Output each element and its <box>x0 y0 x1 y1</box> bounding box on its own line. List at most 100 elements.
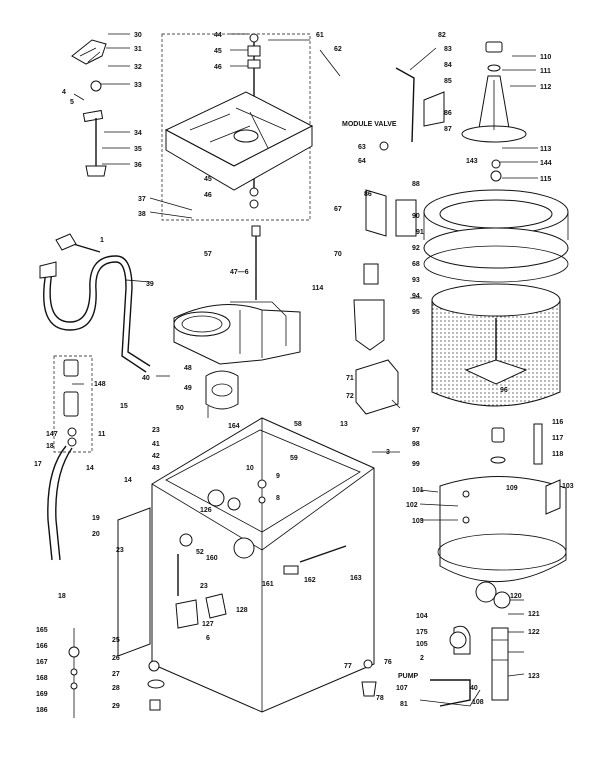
label-114: 114 <box>312 285 323 292</box>
label-98: 98 <box>412 441 420 448</box>
cabinet-group <box>117 417 375 713</box>
label-23b: 23 <box>116 547 124 554</box>
label-115: 115 <box>540 176 551 183</box>
label-82: 82 <box>438 32 446 39</box>
label-45: 45 <box>214 48 222 55</box>
label-48: 48 <box>184 365 192 372</box>
ball-part <box>90 80 102 92</box>
label-26: 26 <box>112 655 120 662</box>
label-1: 1 <box>100 237 104 244</box>
label-13: 13 <box>340 421 348 428</box>
label-108: 108 <box>472 699 484 706</box>
label-11: 11 <box>98 431 106 438</box>
label-14: 14 <box>86 465 94 472</box>
label-46: 46 <box>214 64 222 71</box>
label-163: 163 <box>350 575 362 582</box>
label-37: 37 <box>138 196 146 203</box>
label-103b: 103 <box>412 518 424 525</box>
label-18: 18 <box>46 443 54 450</box>
label-165: 165 <box>36 627 48 634</box>
motor-pulley <box>205 370 239 410</box>
label-4: 4 <box>62 89 66 96</box>
label-50: 50 <box>176 405 184 412</box>
leader-lines <box>72 33 525 677</box>
label-39: 39 <box>146 281 154 288</box>
label-23c: 23 <box>200 583 208 590</box>
label-34: 34 <box>134 130 142 137</box>
label-88: 88 <box>412 181 420 188</box>
label-122: 122 <box>528 629 540 636</box>
label-36: 36 <box>134 162 142 169</box>
label-117: 117 <box>552 435 563 442</box>
label-116: 116 <box>552 419 563 426</box>
label-126: 126 <box>200 507 212 514</box>
tub-support-brackets-group <box>71 33 130 177</box>
label-3: 3 <box>386 449 390 456</box>
label-17: 17 <box>34 461 42 468</box>
label-9: 9 <box>276 473 280 480</box>
label-32: 32 <box>134 64 142 71</box>
drain-hose-segment <box>491 627 509 701</box>
label-76: 76 <box>384 659 392 666</box>
label-84: 84 <box>444 62 452 69</box>
label-6: 6 <box>206 635 210 642</box>
mounting-plate-group <box>161 33 314 221</box>
label-70: 70 <box>334 251 342 258</box>
label-123: 123 <box>528 673 540 680</box>
hoses-group <box>39 233 151 561</box>
label-57: 57 <box>204 251 212 258</box>
label-93: 93 <box>412 277 420 284</box>
label-61: 61 <box>316 32 324 39</box>
feet-group <box>68 628 467 718</box>
label-104: 104 <box>416 613 428 620</box>
label-167: 167 <box>36 659 48 666</box>
label-49: 49 <box>184 385 192 392</box>
label-143: 143 <box>466 158 478 165</box>
side-panel <box>117 507 151 657</box>
label-121: 121 <box>528 611 540 618</box>
label-120: 120 <box>510 593 522 600</box>
label-99: 99 <box>412 461 420 468</box>
label-161: 161 <box>262 581 274 588</box>
label-41: 41 <box>152 441 160 448</box>
label-90: 90 <box>412 213 420 220</box>
label-pump: PUMP <box>398 673 419 680</box>
label-40b: 40 <box>470 685 478 692</box>
bushing-part <box>247 45 261 57</box>
label-64: 64 <box>358 158 366 165</box>
drain-outlet <box>475 581 497 603</box>
label-15: 15 <box>120 403 128 410</box>
label-168: 168 <box>36 675 48 682</box>
label-91: 91 <box>416 229 424 236</box>
label-85: 85 <box>444 78 452 85</box>
label-45b: 45 <box>204 176 212 183</box>
label-102: 102 <box>406 502 418 509</box>
label-25: 25 <box>112 637 120 644</box>
label-96: 96 <box>500 387 508 394</box>
label-28: 28 <box>112 685 120 692</box>
label-97: 97 <box>412 427 420 434</box>
label-42: 42 <box>152 453 160 460</box>
agitator-cap <box>485 41 503 53</box>
label-148: 148 <box>94 381 106 388</box>
label-127: 127 <box>202 621 214 628</box>
label-169: 169 <box>36 691 48 698</box>
label-72: 72 <box>346 393 354 400</box>
label-38: 38 <box>138 211 146 218</box>
label-77: 77 <box>344 663 352 670</box>
label-63: 63 <box>358 144 366 151</box>
label-68: 68 <box>412 261 420 268</box>
label-101: 101 <box>412 487 424 494</box>
tub-bottom-group <box>419 423 567 707</box>
label-87: 87 <box>444 126 452 133</box>
label-56: 5 <box>70 99 74 106</box>
label-43: 43 <box>152 465 160 472</box>
label-113: 113 <box>540 146 551 153</box>
label-52: 52 <box>196 549 204 556</box>
label-175: 175 <box>416 629 428 636</box>
label-144: 144 <box>540 160 552 167</box>
label-71: 71 <box>346 375 354 382</box>
label-14b: 14 <box>124 477 132 484</box>
label-86b: 86 <box>364 191 372 198</box>
label-30: 30 <box>134 32 142 39</box>
